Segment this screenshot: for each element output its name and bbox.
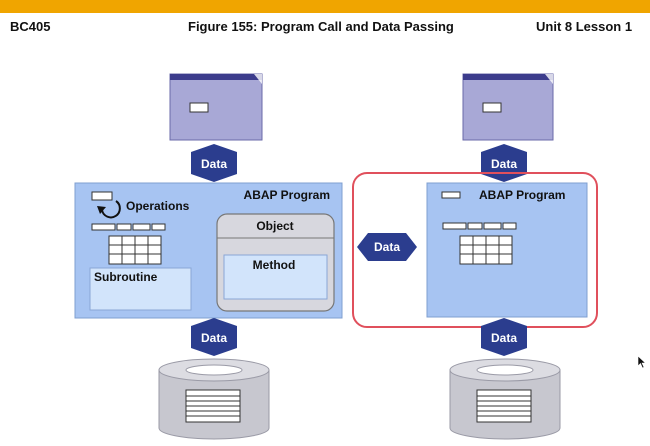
internal-table-icon — [459, 235, 513, 265]
method-box — [223, 254, 328, 300]
data-arrow-right-bottom: Data — [481, 318, 527, 356]
object-box: Object Method — [216, 213, 335, 312]
operations-label: Operations — [126, 199, 190, 213]
data-label: Data — [201, 157, 227, 171]
subroutine-label: Subroutine — [94, 270, 158, 284]
highlight-frame — [352, 172, 598, 328]
figure-title: Figure 155: Program Call and Data Passin… — [188, 19, 454, 34]
accent-bar — [0, 0, 650, 13]
right-database-icon — [449, 358, 561, 440]
right-screen-icon — [462, 73, 554, 141]
data-label: Data — [491, 157, 517, 171]
data-label: Data — [374, 240, 400, 254]
course-code: BC405 — [10, 19, 51, 34]
loop-arrow-icon — [97, 200, 121, 219]
data-arrow-left-top: Data — [191, 144, 237, 182]
data-arrow-right-top: Data — [481, 144, 527, 182]
program-title: ABAP Program — [244, 188, 330, 202]
data-label: Data — [491, 331, 517, 345]
object-label: Object — [256, 219, 293, 233]
data-arrow-left-bottom: Data — [191, 318, 237, 356]
program-title: ABAP Program — [479, 188, 565, 202]
left-screen-icon — [169, 73, 263, 141]
subroutine-box — [89, 267, 192, 311]
mouse-cursor-icon — [637, 355, 647, 369]
right-abap-program: ABAP Program — [426, 182, 588, 318]
data-arrow-horizontal: Data — [357, 233, 417, 261]
left-abap-program: ABAP Program Operations Subroutine — [74, 182, 343, 319]
data-label: Data — [201, 331, 227, 345]
left-database-icon — [158, 358, 270, 440]
method-label: Method — [253, 258, 296, 272]
unit-lesson: Unit 8 Lesson 1 — [536, 19, 633, 34]
internal-table-icon — [108, 235, 162, 265]
